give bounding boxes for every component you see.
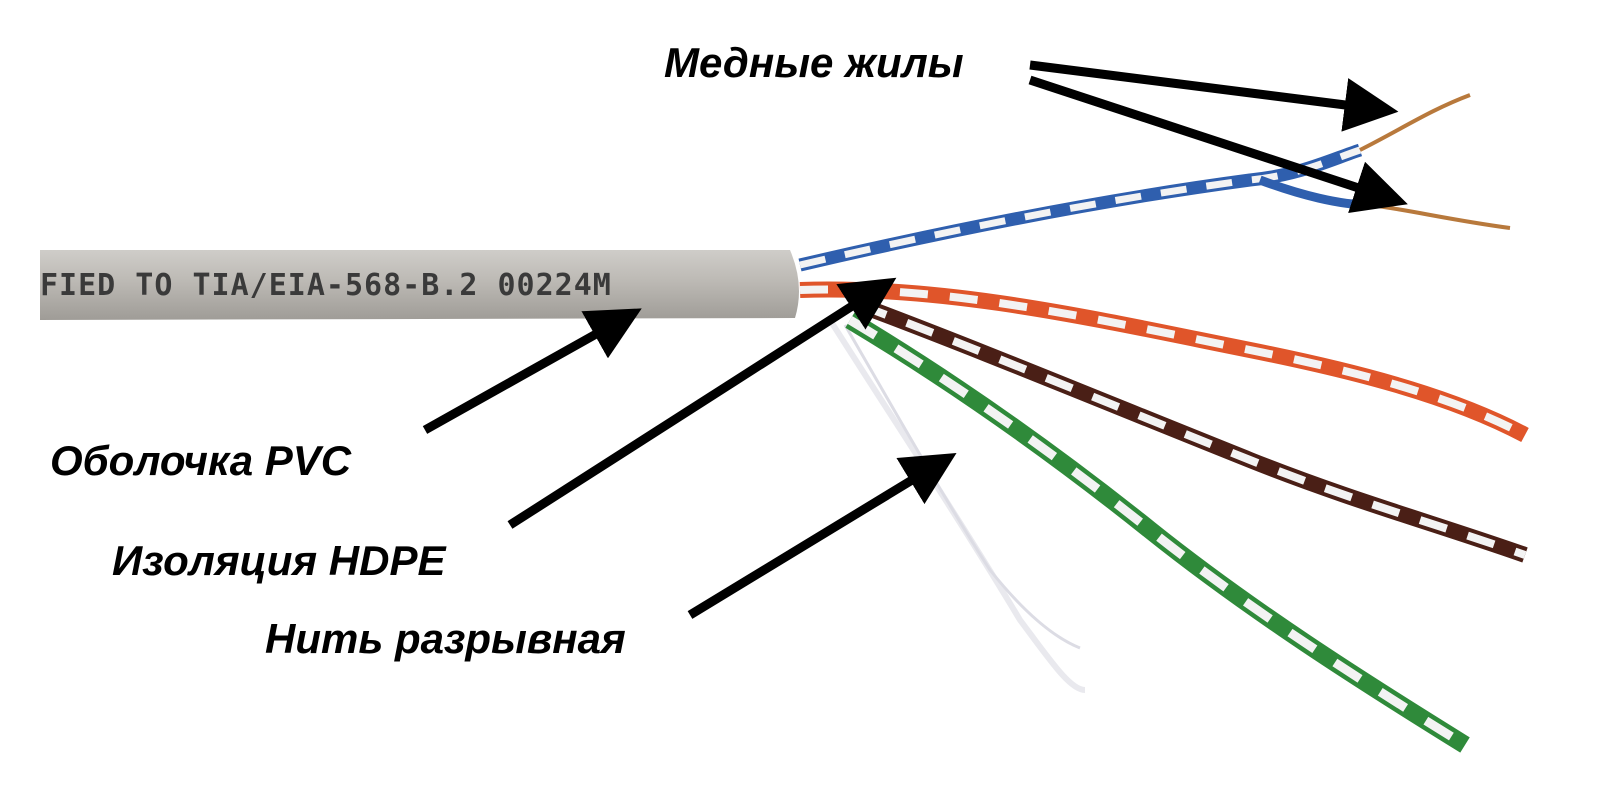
orange-twisted-pair <box>799 281 1529 443</box>
green-twisted-pair <box>845 312 1470 753</box>
label-pvc-jacket: Оболочка PVC <box>50 437 352 484</box>
copper-conductor-2 <box>1369 203 1511 230</box>
arrow-rip-cord <box>687 452 957 619</box>
label-hdpe-insulation: Изоляция HDPE <box>112 537 446 584</box>
label-rip-cord: Нить разрывная <box>265 615 626 662</box>
arrow-jacket <box>422 308 642 434</box>
arrow-insulation <box>507 277 897 529</box>
rip-cord <box>827 318 1086 693</box>
label-copper-conductors: Медные жилы <box>664 39 964 86</box>
jacket-print-text: FIED TO TIA/EIA-568-B.2 00224M <box>40 268 612 303</box>
arrows <box>422 60 1408 619</box>
brown-twisted-pair <box>857 297 1528 563</box>
arrow-copper-2 <box>1028 75 1408 214</box>
copper-conductor-1 <box>1359 93 1471 152</box>
arrow-copper-1 <box>1029 60 1399 132</box>
pvc-jacket: FIED TO TIA/EIA-568-B.2 00224M <box>40 250 799 320</box>
